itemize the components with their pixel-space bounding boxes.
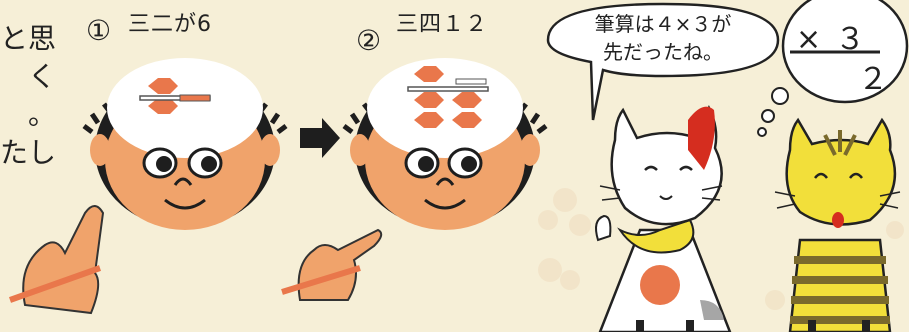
hex-chip xyxy=(452,92,482,108)
step-2-number: ② xyxy=(356,24,382,57)
pencil-in-hand xyxy=(8,265,102,303)
background-blobs xyxy=(538,170,904,310)
step-1-number: ① xyxy=(86,14,112,47)
hex-chip xyxy=(148,98,178,114)
cat-calico xyxy=(595,104,732,332)
boy-1 xyxy=(82,58,288,230)
thought-result: ２ xyxy=(858,62,888,97)
speech-line-2: 先だったね。 xyxy=(603,40,723,64)
pencil-in-hand xyxy=(281,265,361,295)
cut-text-line: く xyxy=(27,60,56,93)
boy-2 xyxy=(342,58,548,230)
speech-bubble-text: 筆算は４×３が 先だったね。 xyxy=(548,10,778,66)
hex-chip xyxy=(148,78,178,94)
speech-bubble xyxy=(546,2,780,121)
step-2-label: 三四１２ xyxy=(396,12,489,37)
hex-chip xyxy=(452,112,482,128)
cut-off-sentence: と思 く 。 たし xyxy=(0,20,56,172)
thought-multiplier: ×３ xyxy=(796,22,880,57)
boy-2-thought-area xyxy=(367,58,523,158)
hex-chip xyxy=(414,66,444,82)
cut-text-line: と思 xyxy=(0,22,57,55)
hex-chip xyxy=(414,112,444,128)
cut-text-line: たし xyxy=(0,136,57,169)
hex-chip xyxy=(414,92,444,108)
cut-text-line: 。 xyxy=(27,98,56,131)
hand-1 xyxy=(8,205,105,315)
step-1-label: 三二が6 xyxy=(128,12,212,37)
hand-2 xyxy=(281,228,383,301)
thought-bubble xyxy=(757,0,909,137)
pencil xyxy=(407,86,489,92)
boy-1-thought-area xyxy=(107,58,263,158)
arrow-icon xyxy=(300,118,340,158)
speech-line-1: 筆算は４×３が xyxy=(594,12,732,36)
cat-yellow xyxy=(774,117,901,332)
